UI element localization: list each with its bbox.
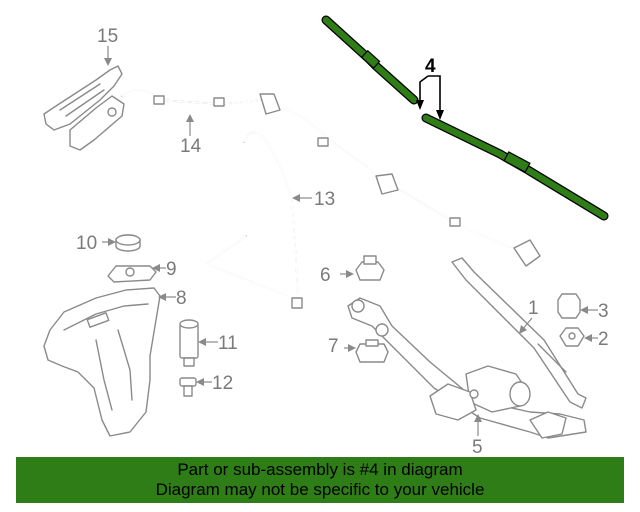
pivot-grommet-7[interactable] (355, 339, 389, 363)
callout-7[interactable]: 7 (328, 336, 339, 357)
pump-grommet-12[interactable] (179, 377, 197, 397)
washer-hose-13[interactable] (204, 131, 303, 309)
callout-14[interactable]: 14 (180, 136, 202, 157)
callout-4-leader (416, 75, 444, 120)
callout-4[interactable]: 4 (425, 56, 436, 77)
washer-nozzle-bracket-15[interactable] (43, 65, 125, 151)
washer-pump-11[interactable] (179, 319, 199, 367)
washer-hose-14[interactable] (121, 89, 541, 267)
callout-10[interactable]: 10 (76, 233, 97, 254)
callout-1[interactable]: 1 (528, 298, 539, 319)
wiper-blade-4[interactable] (321, 15, 609, 221)
reservoir-cap-10[interactable] (115, 234, 141, 252)
callout-5[interactable]: 5 (472, 437, 483, 456)
banner-line-1: Part or sub-assembly is #4 in diagram (177, 460, 463, 479)
parts-diagram: 4 15 14 13 10 (43, 15, 609, 456)
wiper-arm-nut-6[interactable] (355, 255, 385, 281)
callout-2[interactable]: 2 (598, 329, 609, 350)
level-sensor-9[interactable] (107, 265, 157, 283)
banner-line-2: Diagram may not be specific to your vehi… (155, 480, 485, 499)
cap-3[interactable] (557, 293, 581, 319)
callout-15[interactable]: 15 (97, 26, 118, 47)
callout-12[interactable]: 12 (212, 373, 233, 394)
callout-11[interactable]: 11 (218, 333, 238, 354)
wiper-linkage-motor-5[interactable] (347, 297, 587, 439)
callout-3[interactable]: 3 (598, 301, 609, 322)
callout-13[interactable]: 13 (314, 189, 335, 210)
wiper-arm-1[interactable] (451, 257, 587, 409)
nut-2[interactable] (559, 327, 585, 347)
callout-9[interactable]: 9 (166, 259, 177, 280)
callout-6[interactable]: 6 (320, 265, 331, 286)
callout-8[interactable]: 8 (176, 288, 187, 309)
washer-reservoir-8[interactable] (43, 287, 161, 437)
info-banner: Part or sub-assembly is #4 in diagram Di… (16, 457, 624, 503)
